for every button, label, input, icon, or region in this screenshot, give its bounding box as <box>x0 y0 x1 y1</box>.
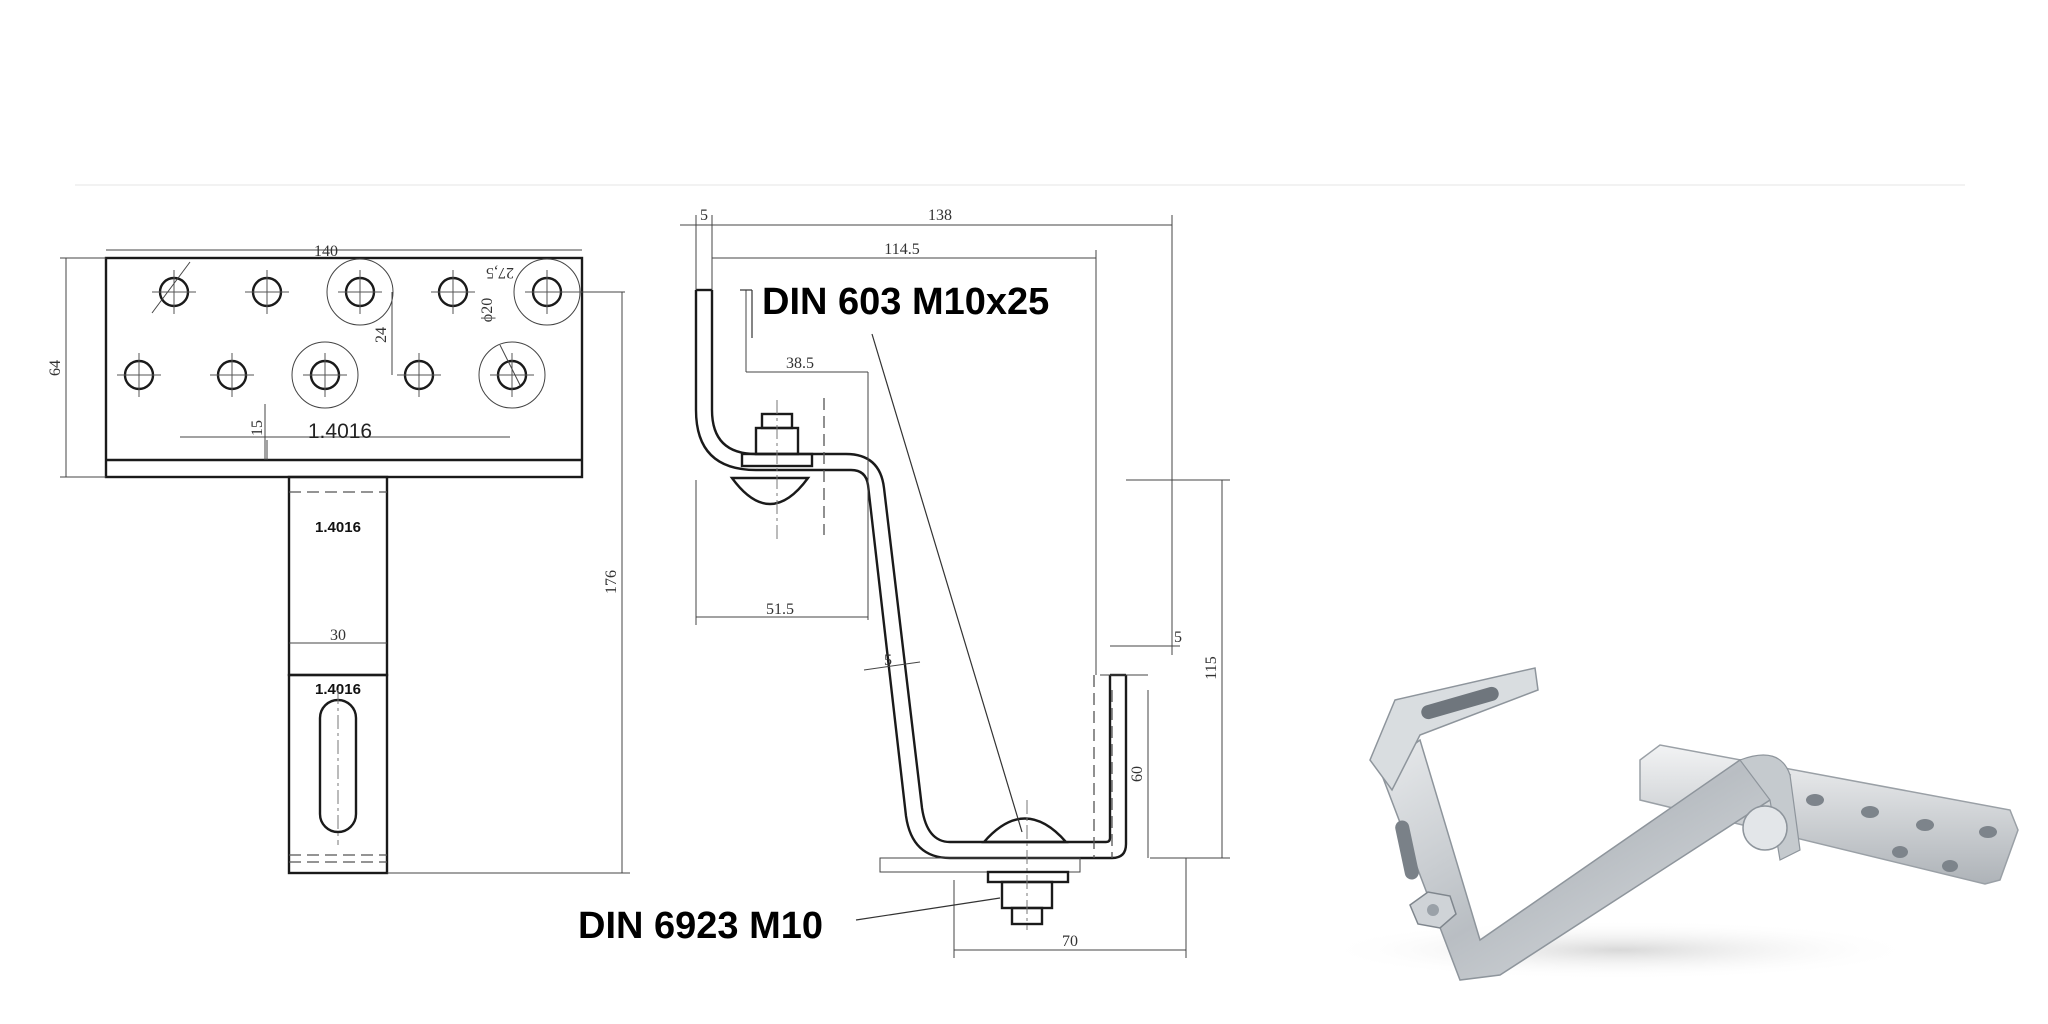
product-upper-tab <box>1369 667 1539 792</box>
material-label-upper-strip: 1.4016 <box>315 519 361 536</box>
product-plate-holes <box>1751 784 1997 872</box>
bolt-head-upper <box>729 476 811 505</box>
nut-callout-leader <box>855 897 1001 921</box>
hole-washer <box>478 341 546 409</box>
material-label-plate: 1.4016 <box>308 420 372 443</box>
product-shadow <box>1320 920 1920 980</box>
dim-strip-width: 30 <box>330 627 346 644</box>
bolt-callout-leader <box>871 333 1023 833</box>
dim-tab-5: 5 <box>700 207 708 224</box>
base-plate-outline <box>104 256 584 479</box>
dim-base-70: 70 <box>1062 933 1078 950</box>
hole-washer <box>291 341 359 409</box>
dim-edge-offset: 27,5 <box>486 264 514 281</box>
bolt-callout-label: DIN 603 M10x25 <box>762 281 1049 323</box>
dim-plate-height: 64 <box>47 360 64 376</box>
plate-section <box>879 857 1081 873</box>
dim-hook-5: 5 <box>1174 629 1182 646</box>
side-dimension-lines <box>680 215 1230 958</box>
dim-total-length: 176 <box>603 570 620 594</box>
dim-offset-51-5: 51.5 <box>766 601 794 618</box>
lower-bolt-assembly <box>879 675 1113 930</box>
nut-callout-label: DIN 6923 M10 <box>578 905 823 947</box>
product-bolt-head <box>1742 805 1788 851</box>
dim-hole-dia: ϕ20 <box>479 298 496 322</box>
total-length-dim <box>387 292 630 874</box>
dim-thickness-5: 5 <box>884 652 892 669</box>
hole-washer <box>326 258 394 326</box>
bolt-head-lower <box>981 817 1069 844</box>
product-photo <box>1320 667 2019 981</box>
washer-lower <box>986 870 1070 884</box>
product-nut <box>1409 891 1457 929</box>
hook-profile-inner <box>710 290 1112 844</box>
dim-reach-114-5: 114.5 <box>884 241 919 258</box>
dim-hook-115: 115 <box>1203 656 1220 679</box>
dim-row-spacing: 24 <box>373 327 390 343</box>
material-label-lower-strip: 1.4016 <box>315 681 361 698</box>
hook-profile-outer <box>694 290 1128 860</box>
plate-dimension-lines <box>60 249 625 478</box>
product-side-slot <box>1395 820 1419 880</box>
dim-overall-138: 138 <box>928 207 952 224</box>
product-tab-slot <box>1421 686 1499 720</box>
top-view: 140 64 27,5 ϕ20 24 15 1.4016 1.4016 30 1… <box>47 243 630 875</box>
lower-strip-outline <box>287 673 389 875</box>
dim-hook-60: 60 <box>1129 766 1146 782</box>
dim-slot-38-5: 38.5 <box>786 355 814 372</box>
side-view: 5 138 114.5 38.5 51.5 5 5 115 60 70 DIN … <box>578 207 1230 958</box>
upper-bolt-assembly <box>729 398 825 540</box>
upper-strip-outline <box>287 475 389 677</box>
dim-plate-length: 140 <box>314 243 338 260</box>
dim-bottom-offset: 15 <box>249 420 266 436</box>
hole-centerlines <box>117 270 590 397</box>
